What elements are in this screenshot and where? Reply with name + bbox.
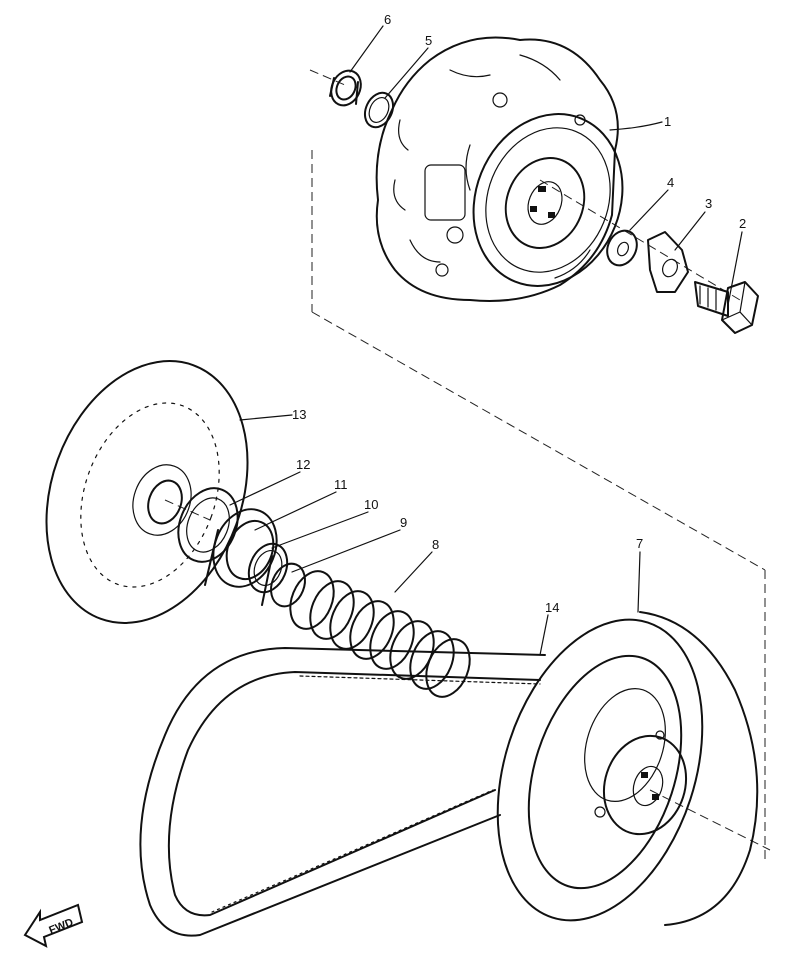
circlip (363, 91, 395, 129)
callout-11: 11 (334, 477, 348, 492)
leader-10 (271, 511, 369, 549)
bearing-seal (329, 69, 362, 107)
spring-ring (247, 542, 289, 594)
leader-4 (629, 189, 669, 231)
callout-10: 10 (364, 497, 378, 512)
leader-8 (394, 551, 433, 593)
callout-12: 12 (296, 457, 310, 472)
leader-5 (384, 47, 429, 99)
compression-spring (289, 570, 471, 698)
callout-6: 6 (384, 12, 391, 27)
clutch-housing (375, 36, 624, 302)
callout-7: 7 (636, 536, 643, 551)
leader-3 (674, 211, 706, 251)
leader-14 (539, 614, 549, 656)
washer (606, 229, 638, 267)
callout-5: 5 (425, 33, 432, 48)
leader-9 (291, 529, 401, 573)
assembly-guide-lines (164, 69, 771, 860)
spring-washer (270, 562, 306, 608)
clutch-drum (496, 611, 759, 926)
leader-1 (609, 121, 663, 131)
forward-arrow-icon: FWD (23, 903, 84, 948)
primary-sheave (45, 360, 249, 624)
bolt (694, 281, 759, 334)
callout-4: 4 (667, 175, 674, 190)
drive-belt (139, 647, 546, 937)
callout-9: 9 (400, 515, 407, 530)
leader-6 (349, 25, 384, 73)
callout-13: 13 (292, 407, 306, 422)
callout-labels: 1 2 3 4 5 6 7 8 9 10 11 12 13 14 (292, 12, 746, 615)
callout-2: 2 (739, 216, 746, 231)
leader-12 (229, 471, 301, 506)
lock-washer (647, 231, 689, 293)
leader-11 (254, 491, 337, 531)
callout-14: 14 (545, 600, 559, 615)
callout-3: 3 (705, 196, 712, 211)
leader-2 (727, 231, 743, 306)
spring-seat (204, 508, 278, 606)
sheave-bearing (177, 487, 239, 563)
callout-leaders (229, 25, 743, 656)
callout-1: 1 (664, 114, 671, 129)
callout-8: 8 (432, 537, 439, 552)
leader-13 (239, 414, 293, 421)
leader-7 (637, 551, 641, 613)
